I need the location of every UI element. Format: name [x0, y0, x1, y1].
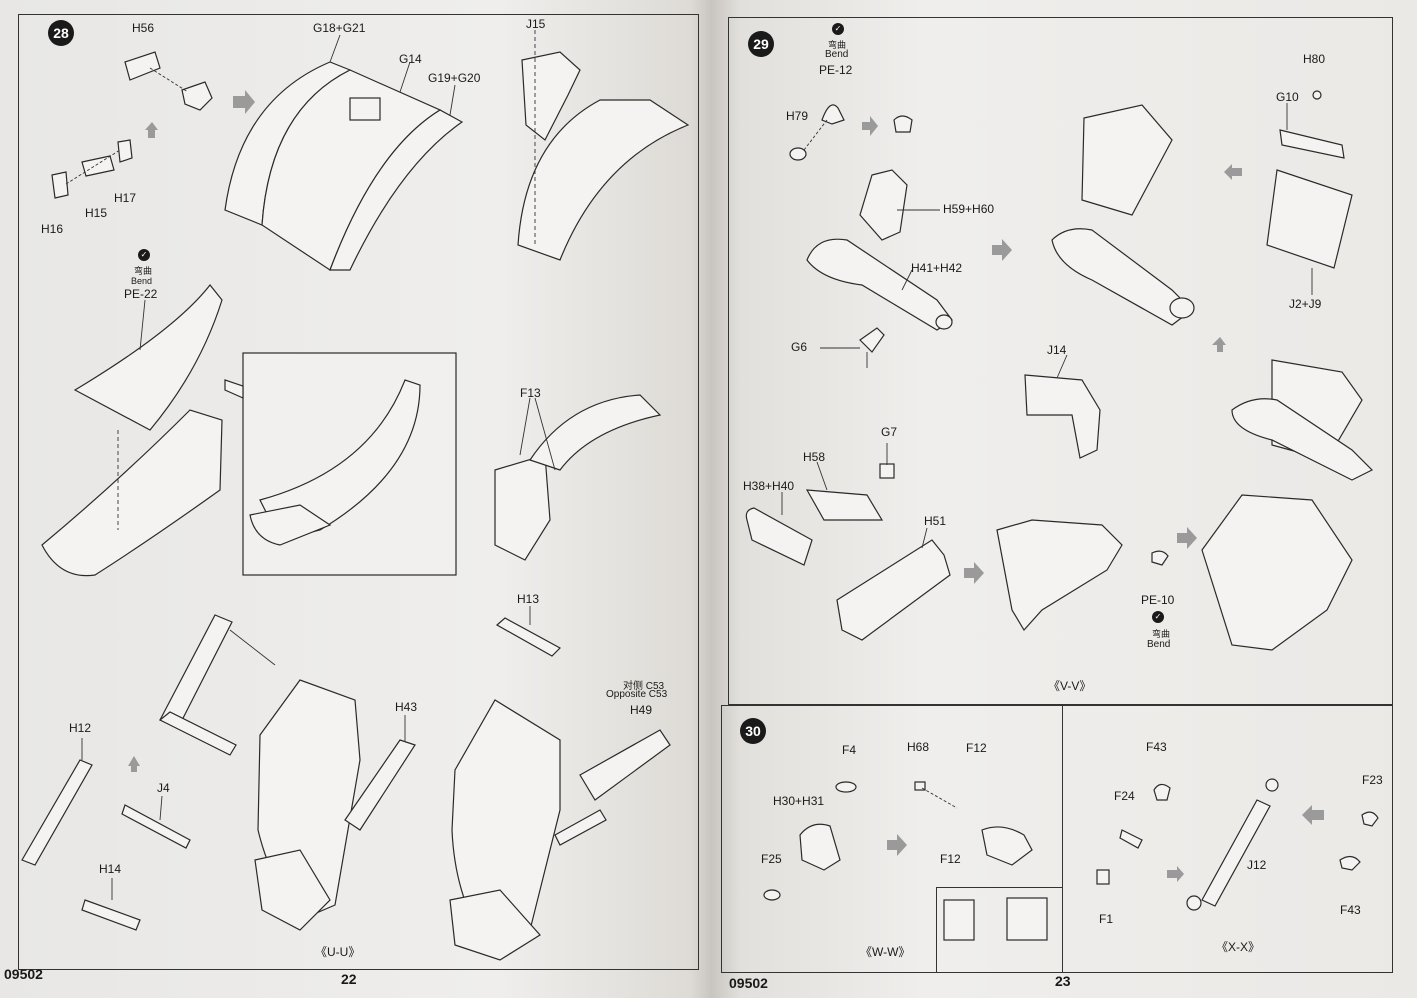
label-f43-b: F43	[1340, 903, 1361, 917]
label-h38-h40: H38+H40	[743, 479, 795, 493]
page-number-right: 23	[1055, 973, 1071, 989]
label-f43-a: F43	[1146, 740, 1167, 754]
label-h43: H43	[395, 700, 418, 714]
label-g19-g20: G19+G20	[428, 71, 481, 85]
label-h56: H56	[132, 21, 155, 35]
label-f4: F4	[842, 743, 857, 757]
label-bend-en: Bend	[131, 276, 153, 286]
view-x-x: 《X-X》	[1216, 940, 1261, 954]
label-h41-h42: H41+H42	[911, 261, 963, 275]
label-h51: H51	[924, 514, 947, 528]
kit-code-left: 09502	[4, 966, 43, 982]
label-g14: G14	[399, 52, 422, 66]
label-j4: J4	[157, 781, 170, 795]
label-h58: H58	[803, 450, 826, 464]
label-bend2-cn: 弯曲	[1152, 629, 1171, 639]
kit-code-right: 09502	[729, 975, 768, 991]
label-h17: H17	[114, 191, 137, 205]
label-g18-g21: G18+G21	[313, 21, 366, 35]
step-29-frame	[728, 17, 1393, 705]
label-h14: H14	[99, 862, 122, 876]
step-28-drawing	[21, 51, 690, 961]
label-bend-cn-29: 弯曲	[828, 40, 847, 50]
label-bend2-en: Bend	[1147, 639, 1171, 650]
label-f25: F25	[761, 852, 782, 866]
label-h59-h60: H59+H60	[943, 202, 995, 216]
view-w-w: 《W-W》	[860, 945, 911, 959]
label-h16: H16	[41, 222, 64, 236]
label-j12: J12	[1247, 858, 1267, 872]
label-h68: H68	[907, 740, 930, 754]
label-h30-h31: H30+H31	[773, 794, 825, 808]
label-j15: J15	[526, 17, 546, 31]
label-f23: F23	[1362, 773, 1383, 787]
view-u-u: 《U-U》	[315, 945, 361, 959]
bend-icon-pe12: ✓	[832, 23, 844, 35]
label-pe22: PE-22	[124, 287, 158, 301]
label-opposite-cn: 对侧 C53	[623, 681, 665, 692]
step-28-frame	[18, 14, 699, 970]
view-v-v: 《V-V》	[1048, 679, 1092, 693]
label-f24: F24	[1114, 789, 1135, 803]
label-pe10: PE-10	[1141, 593, 1175, 607]
step-29-30-drawing	[745, 90, 1379, 941]
label-f1: F1	[1099, 912, 1114, 926]
label-bend-en-29: Bend	[825, 49, 849, 60]
left-page: 28	[0, 0, 712, 998]
bend-icon-pe10: ✓	[1152, 611, 1164, 623]
bend-icon: ✓	[138, 249, 150, 261]
label-h12: H12	[69, 721, 92, 735]
step-29-badge: 29	[748, 31, 774, 57]
label-bend-cn: 弯曲	[134, 266, 153, 276]
label-h80: H80	[1303, 52, 1326, 66]
w-w-detail-inset	[936, 887, 1063, 973]
label-f12-b: F12	[940, 852, 961, 866]
label-opposite-en: Opposite C53	[606, 689, 668, 700]
label-h13: H13	[517, 592, 540, 606]
label-g10: G10	[1276, 90, 1299, 104]
step-30-divider	[1062, 705, 1063, 973]
label-j14: J14	[1047, 343, 1067, 357]
page-number-left: 22	[341, 971, 357, 987]
label-pe12: PE-12	[819, 63, 853, 77]
step-28-badge: 28	[48, 20, 74, 46]
step-30-badge: 30	[740, 718, 766, 744]
label-h15: H15	[85, 206, 108, 220]
label-f13: F13	[520, 386, 541, 400]
label-g7: G7	[881, 425, 898, 439]
label-h49: H49	[630, 703, 653, 717]
label-g6: G6	[791, 340, 808, 354]
label-j2-j9: J2+J9	[1289, 297, 1322, 311]
right-page: 29 30	[712, 0, 1417, 998]
label-h79: H79	[786, 109, 809, 123]
label-f12-a: F12	[966, 741, 987, 755]
